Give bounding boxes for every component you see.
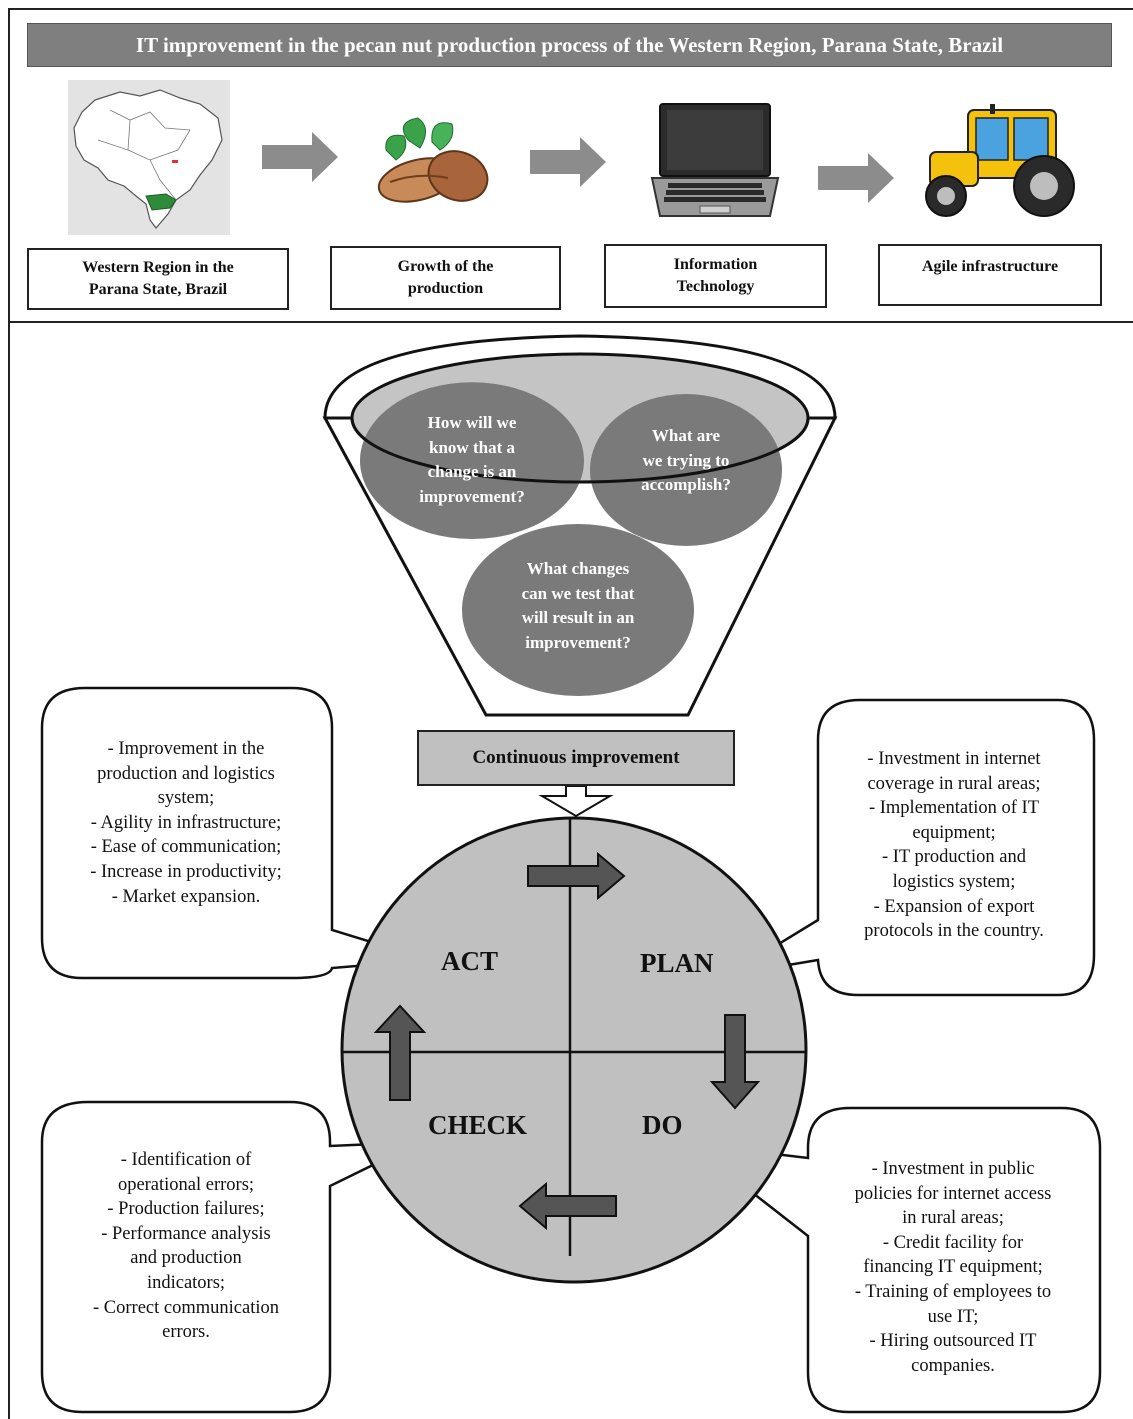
- figure-title: IT improvement in the pecan nut producti…: [27, 23, 1112, 67]
- step-caption-it: Information Technology: [604, 244, 827, 308]
- step-caption-infrastructure: Agile infrastructure: [878, 244, 1102, 306]
- down-arrow-icon: [538, 785, 614, 818]
- flow-arrow-3: [818, 153, 894, 203]
- act-bubble-text: - Improvement in the production and logi…: [90, 739, 282, 907]
- flow-arrow-2: [530, 137, 606, 187]
- question-changes: What changes can we test that will resul…: [521, 559, 635, 652]
- do-bubble-text: - Investment in public policies for inte…: [854, 1159, 1052, 1376]
- step-caption-growth: Growth of the production: [330, 246, 561, 310]
- step-label: Agile infrastructure: [921, 258, 1059, 275]
- question-accomplish: What are we trying to accomplish?: [641, 426, 731, 495]
- brazil-map-icon: [68, 80, 230, 235]
- flow-arrow-1: [262, 132, 338, 182]
- check-bubble-text: - Identification of operational errors; …: [93, 1150, 279, 1343]
- plan-bubble: [727, 698, 1096, 997]
- check-bubble: [40, 1100, 421, 1414]
- outer-frame: [8, 8, 1133, 1419]
- question-circle-1: [360, 382, 584, 539]
- plan-bubble-text: - Investment in internet coverage in rur…: [864, 749, 1044, 942]
- step-label: Information Technology: [673, 256, 758, 295]
- arrow-right-icon: [527, 851, 626, 901]
- section-divider: [8, 321, 1133, 323]
- funnel-rim: [350, 417, 810, 484]
- question-circle-3: [462, 524, 694, 696]
- question-improvement: How will we know that a change is an imp…: [419, 413, 525, 506]
- phase-check: CHECK: [428, 1110, 528, 1140]
- phase-do: DO: [642, 1110, 683, 1140]
- phase-act: ACT: [441, 946, 499, 976]
- question-circle-2: [590, 394, 782, 546]
- phase-plan: PLAN: [640, 948, 714, 978]
- tractor-icon: [925, 104, 1075, 217]
- step-caption-region: Western Region in the Parana State, Braz…: [27, 248, 289, 310]
- step-label: Growth of the production: [397, 258, 494, 297]
- arrow-left-icon: [518, 1181, 617, 1231]
- arrow-down-icon: [709, 1014, 761, 1110]
- step-label: Western Region in the Parana State, Braz…: [82, 259, 234, 298]
- continuous-improvement-box: Continuous improvement: [417, 730, 735, 786]
- laptop-icon: [650, 103, 780, 217]
- arrow-up-icon: [373, 1004, 427, 1101]
- act-bubble: [40, 686, 431, 980]
- do-bubble: [685, 1106, 1102, 1414]
- pdca-circle: [340, 816, 808, 1284]
- pecan-nut-icon: [377, 117, 489, 203]
